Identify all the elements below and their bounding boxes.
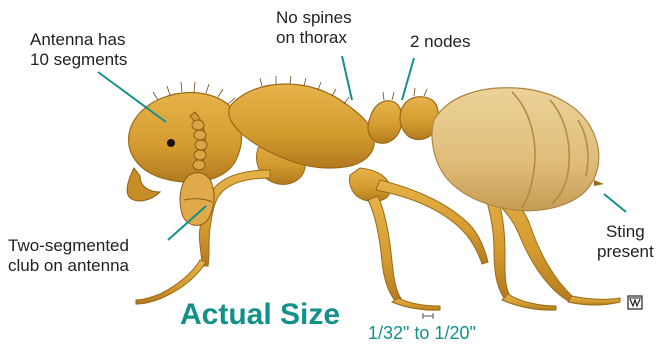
label-sting: Sting present xyxy=(597,222,654,262)
ant-gaster xyxy=(432,88,604,211)
actual-size-range: 1/32" to 1/20" xyxy=(368,323,476,344)
label-thorax-spines: No spines on thorax xyxy=(276,8,352,48)
leader-sting xyxy=(604,194,626,212)
publisher-logo-icon xyxy=(628,296,642,309)
leader-nodes xyxy=(402,58,414,100)
label-antenna-segments: Antenna has 10 segments xyxy=(30,30,127,70)
leader-thorax-spines xyxy=(342,56,352,100)
label-club: Two-segmented club on antenna xyxy=(8,236,129,276)
label-nodes: 2 nodes xyxy=(410,32,471,52)
eye-icon xyxy=(167,139,175,147)
actual-size-title: Actual Size xyxy=(180,298,340,332)
ant-thorax xyxy=(229,76,375,168)
